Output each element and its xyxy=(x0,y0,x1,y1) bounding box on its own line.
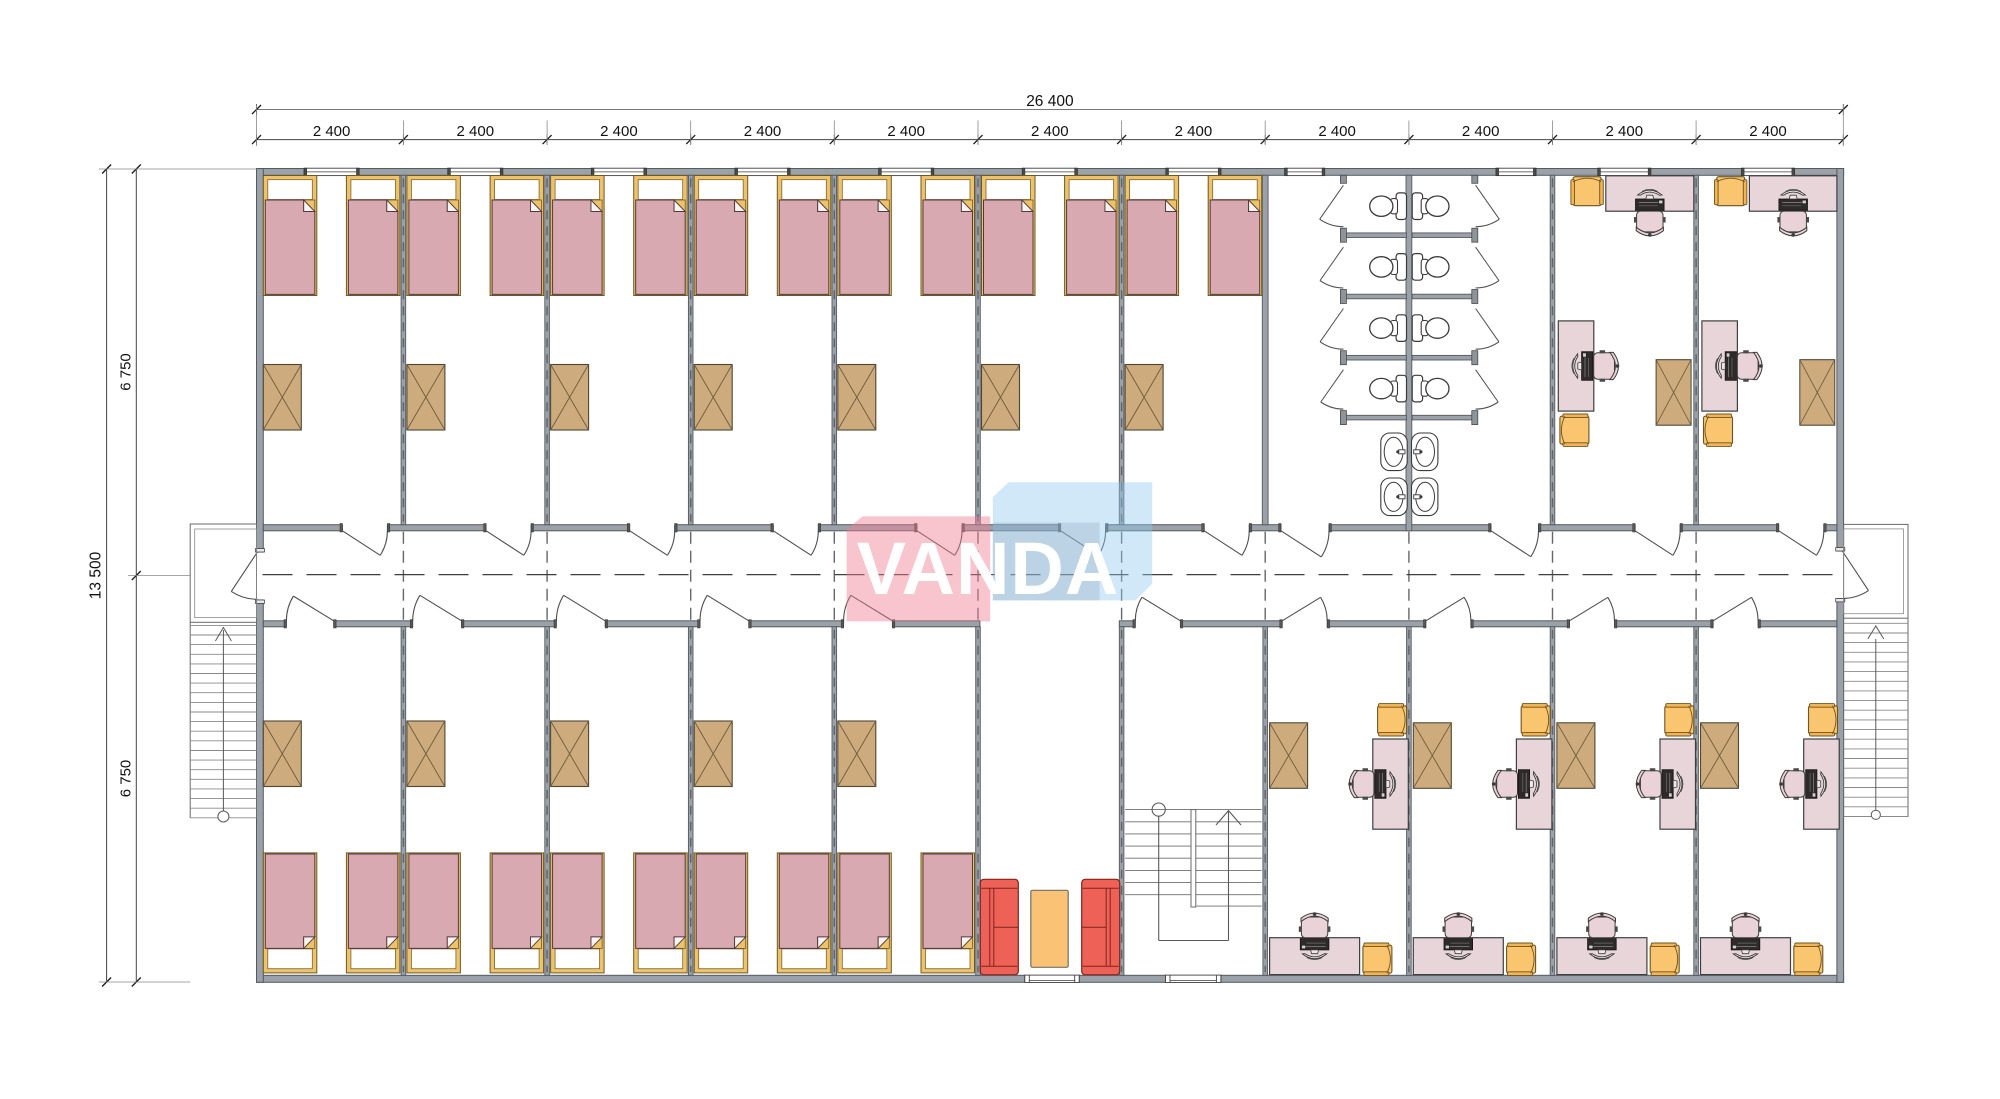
svg-text:2 400: 2 400 xyxy=(313,123,351,140)
svg-text:2 400: 2 400 xyxy=(1462,123,1500,140)
svg-text:2 400: 2 400 xyxy=(744,123,782,140)
svg-text:2 400: 2 400 xyxy=(457,123,495,140)
svg-text:VANDA: VANDA xyxy=(857,527,1120,610)
svg-text:2 400: 2 400 xyxy=(600,123,638,140)
svg-text:2 400: 2 400 xyxy=(887,123,925,140)
svg-text:26 400: 26 400 xyxy=(1026,93,1074,110)
svg-text:2 400: 2 400 xyxy=(1606,123,1644,140)
svg-text:2 400: 2 400 xyxy=(1749,123,1787,140)
svg-text:2 400: 2 400 xyxy=(1175,123,1213,140)
svg-text:6 750: 6 750 xyxy=(117,353,134,391)
svg-text:6 750: 6 750 xyxy=(117,760,134,798)
svg-text:13 500: 13 500 xyxy=(88,551,105,599)
svg-text:2 400: 2 400 xyxy=(1031,123,1069,140)
svg-text:2 400: 2 400 xyxy=(1318,123,1356,140)
